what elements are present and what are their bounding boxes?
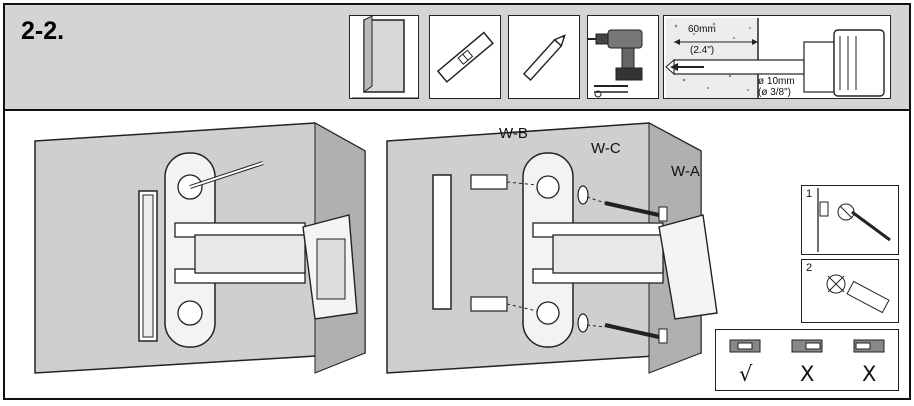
exploded-bracket-illustration xyxy=(386,122,718,374)
screw-label: W-A xyxy=(671,163,700,180)
step2-number: 2 xyxy=(806,262,813,274)
drill-depth-mm: 60mm xyxy=(688,24,716,35)
pencil-icon xyxy=(508,15,580,99)
level-check-panel: √ X X xyxy=(715,329,899,391)
anchor-label: W-B xyxy=(499,125,528,142)
spirit-level-icon xyxy=(429,15,501,99)
header-band: 2-2. xyxy=(5,5,909,111)
washer-label: W-C xyxy=(591,140,621,157)
step2-panel: 2 xyxy=(801,259,899,323)
drill-diameter-mm: ø 10mm xyxy=(758,76,795,87)
wrong-mark-1: X xyxy=(800,362,815,386)
correct-check-mark: √ xyxy=(739,362,753,386)
mounted-bracket-illustration xyxy=(34,122,366,374)
wall-icon xyxy=(349,15,419,99)
drill-diameter-in: (ø 3/8") xyxy=(758,87,791,98)
power-drill-icon xyxy=(587,15,659,99)
wrong-mark-2: X xyxy=(862,362,877,386)
step1-panel: 1 xyxy=(801,185,899,255)
drill-depth-in: (2.4") xyxy=(690,45,715,56)
step-number: 2-2. xyxy=(21,17,65,45)
drill-depth-diagram: 60mm (2.4") ø 10mm (ø 3/8") xyxy=(663,15,891,99)
step1-number: 1 xyxy=(806,188,813,200)
instruction-page: 2-2. xyxy=(3,3,911,400)
